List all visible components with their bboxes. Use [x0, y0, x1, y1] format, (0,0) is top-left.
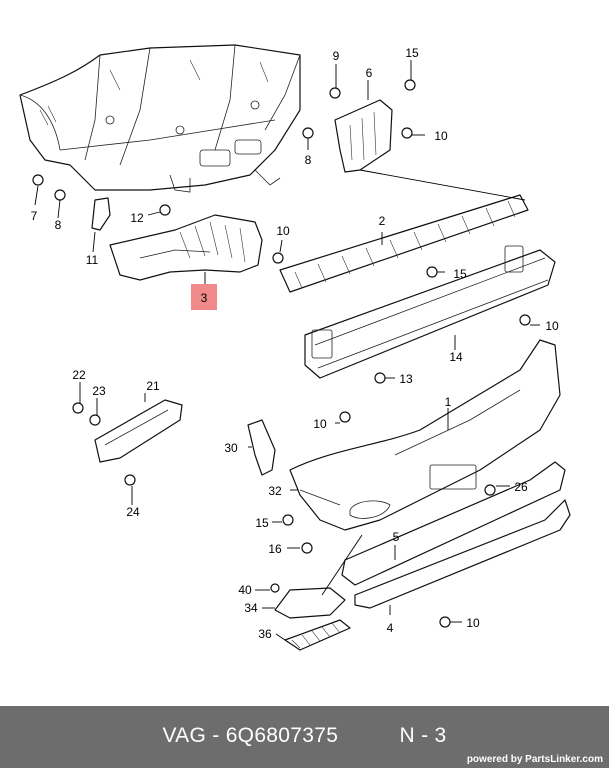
part-36-grille [284, 619, 351, 651]
leader-lines [34, 60, 540, 641]
callout-10: 10 [276, 224, 290, 238]
part-position: N - 3 [399, 724, 447, 747]
callout-9: 9 [333, 49, 340, 63]
callout-23: 22 [72, 368, 86, 382]
parts-exploded-diagram: 9 15 6 10 8 7 8 12 11 3 10 2 15 10 14 13… [19, 44, 571, 651]
callout-22: 23 [92, 384, 106, 398]
callout-34: 34 [244, 601, 258, 615]
rear-body-structure [19, 44, 301, 193]
part-6-lower-trim [341, 461, 566, 586]
callout-15: 15 [453, 267, 467, 281]
callout-15: 15 [405, 46, 419, 60]
callout-2: 2 [379, 214, 386, 228]
callout-1: 1 [445, 395, 452, 409]
part-5-diffuser [354, 499, 571, 609]
part-2-energy-absorber [279, 194, 529, 293]
part-title: VAG - 6Q6807375 N - 3 [0, 724, 609, 748]
part-number: 6Q6807375 [225, 724, 339, 747]
part-14-reinforcement [304, 245, 556, 379]
part-30-strip [247, 419, 276, 476]
part-34-frame [274, 587, 346, 619]
callout-10: 10 [545, 319, 559, 333]
part-3-bracket [109, 214, 263, 281]
callout-11: 11 [86, 253, 99, 267]
callout-14: 14 [449, 350, 463, 364]
callout-26: 26 [514, 480, 528, 494]
callout-8: 8 [305, 153, 312, 167]
callout-16: 16 [268, 542, 282, 556]
callout-24: 24 [126, 505, 140, 519]
callout-12: 12 [130, 211, 144, 225]
highlight-box [191, 284, 217, 310]
callout-4: 6 [366, 66, 373, 80]
callout-10: 10 [466, 616, 480, 630]
callout-8: 8 [55, 218, 62, 232]
brand-name: VAG [162, 724, 207, 747]
callout-6: 5 [393, 530, 400, 544]
callout-3: 3 [201, 291, 208, 305]
callout-32: 32 [268, 484, 282, 498]
title-separator: - [206, 724, 226, 747]
callout-13: 13 [399, 372, 413, 386]
callout-40: 40 [238, 583, 252, 597]
callout-30: 30 [224, 441, 238, 455]
part-21-cover [94, 399, 183, 463]
callout-7: 7 [31, 209, 38, 223]
part-4-bracket [334, 99, 393, 173]
callout-5: 4 [387, 621, 394, 635]
footer-bar: VAG - 6Q6807375 N - 3 powered by PartsLi… [0, 706, 609, 768]
callout-21: 21 [146, 379, 160, 393]
callout-15: 15 [255, 516, 269, 530]
callout-10: 10 [434, 129, 448, 143]
part-11-bracket [91, 197, 111, 231]
part-1-bumper-cover [289, 339, 561, 531]
callout-10: 10 [313, 417, 327, 431]
credit-text[interactable]: powered by PartsLinker.com [466, 754, 603, 765]
callout-labels: 9 15 6 10 8 7 8 12 11 3 10 2 15 10 14 13… [31, 46, 559, 641]
title-gap [338, 724, 399, 747]
callout-36: 36 [258, 627, 272, 641]
